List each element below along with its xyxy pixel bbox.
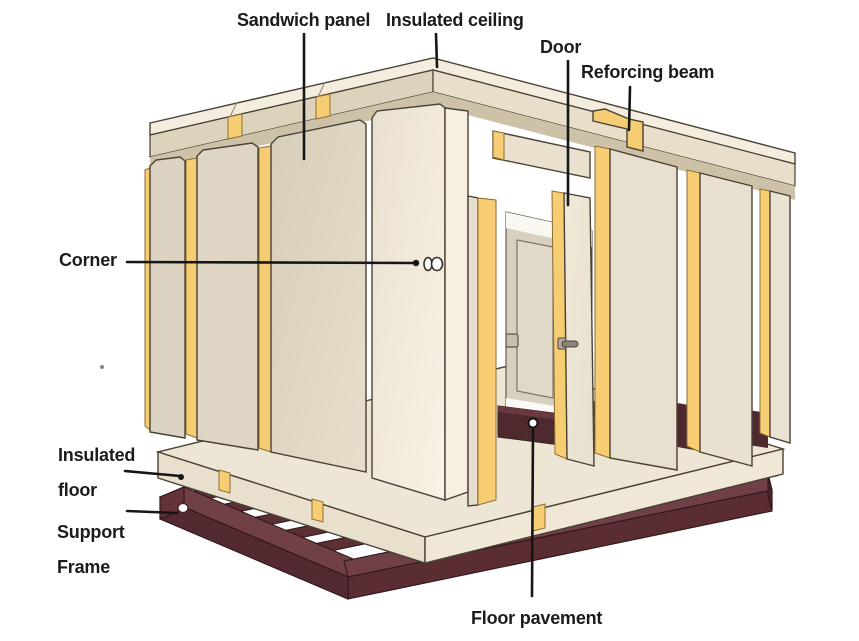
label-sandwich-panel: Sandwich panel [237,10,371,30]
interior-door [516,239,554,399]
wall-panel [149,156,186,439]
door-jamb-panel [467,195,497,507]
label-support-frame-line2: Frame [57,557,111,577]
right-wall-panel [686,169,753,467]
stray-mark [100,365,104,369]
insulated-ceiling-slab [149,57,796,200]
label-reforcing-beam: Reforcing beam [581,62,715,82]
frame-hole [177,502,189,514]
corner-panel [371,103,469,501]
label-corner: Corner [59,250,117,270]
doorway-lintel [492,130,591,179]
right-wall-panel [594,145,678,471]
right-wall-panel [759,188,791,444]
label-insulated-floor-line2: floor [58,480,97,500]
floor-pavement-leader [530,424,535,598]
label-support-frame: Support Frame [57,515,125,585]
corner-lock-icon [423,256,444,272]
corner-leader [125,260,418,265]
label-door: Door [540,37,582,57]
label-insulated-ceiling: Insulated ceiling [386,10,524,30]
reforcing-beam-leader [627,85,632,132]
interior-door-handle [505,333,519,348]
door-leaf [551,190,595,467]
label-insulated-floor: Insulated floor [58,438,135,508]
leader-lines [123,32,632,598]
wall-panel [196,142,259,451]
leader-endpoints [178,259,539,480]
insulated-floor-leader [123,469,182,478]
right-wall [467,108,791,507]
sandwich-wall-panel [270,119,367,473]
left-wall [144,119,367,473]
floor-panel-seams [218,469,546,532]
door-handle [557,337,579,350]
support-frame-leader [125,509,179,515]
insulated-ceiling-leader [434,32,439,69]
left-wall-insulation-strips [144,145,272,453]
label-insulated-floor-line1: Insulated [58,445,136,465]
ceiling-panel-seams [227,93,331,140]
label-support-frame-line1: Support [57,522,125,542]
label-floor-pavement: Floor pavement [471,608,603,628]
